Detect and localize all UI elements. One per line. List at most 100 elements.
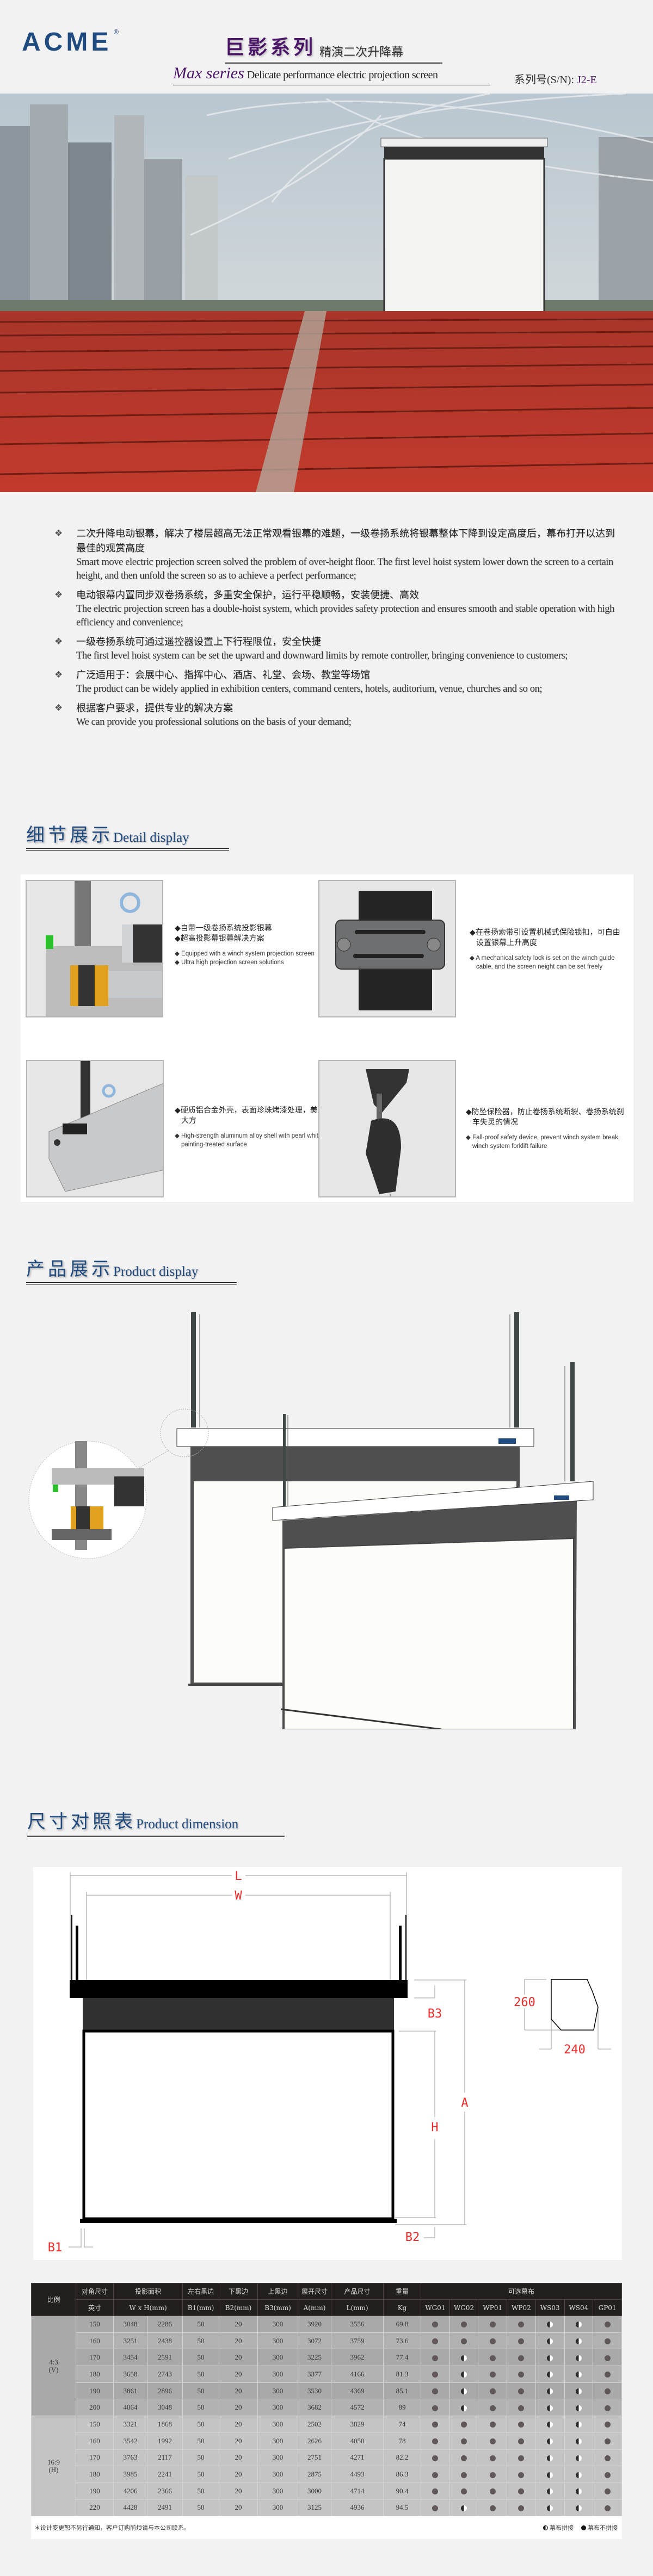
cell-b3: 300 (257, 2332, 299, 2350)
cell-a: 2502 (298, 2416, 332, 2433)
cell-inch: 190 (76, 2382, 114, 2400)
zoom-callout (28, 1408, 209, 1559)
sub-a: A(mm) (298, 2299, 332, 2316)
cell-kg: 89 (383, 2399, 422, 2417)
cell-inch: 180 (76, 2366, 114, 2383)
full-circle-icon (432, 2422, 439, 2428)
cell-b2: 20 (219, 2416, 258, 2433)
half-circle-icon (575, 2422, 582, 2428)
cell-l: 3962 (331, 2349, 384, 2367)
fabric-cell (535, 2382, 565, 2400)
fabric-cell (564, 2466, 594, 2483)
col-l: 产品尺寸 (331, 2283, 384, 2300)
cell-kg: 69.8 (383, 2316, 422, 2333)
full-circle-icon (489, 2438, 496, 2445)
half-circle-icon (575, 2321, 582, 2328)
fabric-cell (564, 2382, 594, 2400)
full-circle-icon (604, 2338, 611, 2345)
full-circle-icon (489, 2455, 496, 2461)
feature-cn: 一级卷扬系统可通过遥控器设置上下行程限位，安全快捷 (76, 636, 321, 648)
cell-b2: 20 (219, 2399, 258, 2417)
housing-profile (551, 1979, 599, 2031)
table-subheader-row: 英寸 W x H(mm) B1(mm) B2(mm) B3(mm) A(mm) … (32, 2299, 622, 2316)
cell-w: 3658 (113, 2366, 147, 2383)
cell-b3: 300 (257, 2482, 299, 2500)
hero-auditorium-photo (0, 94, 653, 492)
fabric-cell (421, 2366, 450, 2383)
cell-b3: 300 (257, 2399, 299, 2417)
winch-mechanism-image (26, 880, 163, 1017)
half-circle-icon (547, 2422, 553, 2428)
half-circle-icon (547, 2321, 553, 2328)
detail-text: ◆硬质铝合金外壳，表面珍珠烤漆处理，美观大方 ◆ High-strength a… (175, 1106, 330, 1149)
cell-h: 2438 (146, 2332, 183, 2350)
full-circle-icon (489, 2388, 496, 2395)
section-title-en: Detail display (113, 830, 189, 845)
detail-en: ◆ Ultra high projection screen solutions (175, 959, 284, 966)
legend: 幕布拼接 幕布不拼接 (543, 2523, 618, 2532)
fabric-cell (507, 2466, 536, 2483)
red-seating (0, 311, 653, 492)
cell-inch: 180 (76, 2466, 114, 2483)
legend-label: 幕布拼接 (550, 2524, 574, 2531)
cell-l: 3759 (331, 2332, 384, 2350)
cell-w: 4428 (113, 2499, 147, 2517)
fabric-cell (564, 2316, 594, 2333)
sub-b1: B1(mm) (182, 2299, 220, 2316)
fabric-wp01: WP01 (478, 2299, 508, 2316)
fabric-cell (449, 2432, 479, 2450)
fabric-cell (449, 2382, 479, 2400)
full-circle-icon (518, 2388, 525, 2395)
detail-text: ◆防坠保险器，防止卷扬系统断裂、卷扬系统刹车失灵的情况 ◆ Fall-proof… (466, 1107, 629, 1151)
section-title-en: Product display (113, 1264, 199, 1279)
cell-kg: 81.3 (383, 2366, 422, 2383)
full-circle-icon (518, 2355, 525, 2361)
fabric-cell (507, 2482, 536, 2500)
series-name-en: Max series (173, 64, 244, 82)
cell-kg: 94.5 (383, 2499, 422, 2517)
front-screen (272, 1362, 594, 1729)
cell-b3: 300 (257, 2382, 299, 2400)
half-circle-icon (575, 2405, 582, 2411)
full-circle-icon (518, 2405, 525, 2411)
sub-inch: 英寸 (76, 2299, 114, 2316)
detail-en: ◆ Fall-proof safety device, prevent winc… (466, 1134, 620, 1150)
cell-w: 3454 (113, 2349, 147, 2367)
fabric-cell (449, 2332, 479, 2350)
cell-inch: 170 (76, 2449, 114, 2467)
label-L: L (235, 1870, 242, 1883)
cell-inch: 150 (76, 2416, 114, 2433)
full-circle-icon (432, 2455, 439, 2461)
registered-mark: ® (113, 28, 120, 36)
cell-h: 2896 (146, 2382, 183, 2400)
fabric-cell (593, 2482, 622, 2500)
safety-lock-image (318, 880, 456, 1017)
cell-kg: 78 (383, 2432, 422, 2450)
cell-kg: 74 (383, 2416, 422, 2433)
cell-w: 3048 (113, 2316, 147, 2333)
fabric-cell (593, 2349, 622, 2367)
half-circle-icon (461, 2388, 467, 2395)
detail-panel: ◆自带一级卷扬系统投影银幕◆超高投影幕银幕解决方案 ◆ Equipped wit… (21, 874, 633, 1202)
fabric-cell (593, 2416, 622, 2433)
fabric-cell (478, 2482, 508, 2500)
cell-b1: 50 (182, 2366, 220, 2383)
half-circle-icon (461, 2505, 467, 2511)
ratio-cell: 16:9(H) (31, 2416, 76, 2517)
cell-kg: 77.4 (383, 2349, 422, 2367)
fabric-cell (507, 2499, 536, 2517)
feature-cn: 电动银幕内置同步双卷扬系统，多重安全保护，运行平稳顺畅，安装便捷、高效 (76, 589, 419, 601)
fabric-cell (507, 2382, 536, 2400)
cell-w: 4206 (113, 2482, 147, 2500)
feature-en: The first level hoist system can be set … (76, 650, 568, 661)
cell-b1: 50 (182, 2382, 220, 2400)
cell-l: 4493 (331, 2466, 384, 2483)
sub-wxh: W x H(mm) (113, 2299, 183, 2316)
cell-inch: 150 (76, 2316, 114, 2333)
